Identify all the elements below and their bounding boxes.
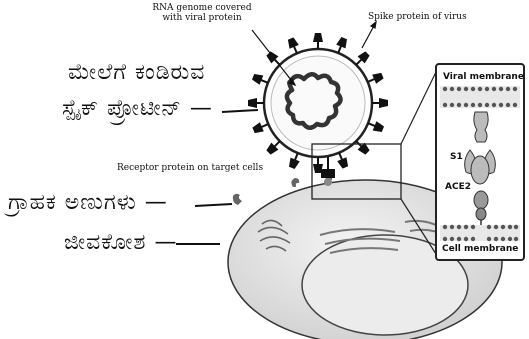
handwritten-line-3: ಗ್ರಾಹಕ ಅಣುಗಳು — <box>8 190 168 215</box>
handwritten-line-4: ಜೀವಕೋಶ — <box>64 230 177 255</box>
virus-inner-membrane <box>271 56 365 150</box>
label-receptor-protein: Receptor protein on target cells <box>117 163 263 173</box>
callout-line-top <box>401 72 436 144</box>
receptor-2 <box>291 178 299 187</box>
inset-label-cell-membrane: Cell membrane <box>442 244 518 254</box>
hand-arrow-receptor <box>195 204 232 206</box>
cell-membrane-band <box>440 225 520 241</box>
inset-panel <box>436 64 524 260</box>
label-rna-genome: RNA genome covered with viral protein <box>142 3 262 23</box>
inset-label-viral-membrane: Viral membrane <box>443 72 524 82</box>
inset-label-ace2: ACE2 <box>445 182 471 192</box>
hand-arrow-spike <box>222 110 258 112</box>
handwritten-line-1: ಮೇಲೆಗೆ ಕಂಡಿರುವ <box>68 60 205 85</box>
viral-membrane-band <box>440 86 520 108</box>
label-spike-protein: Spike protein of virus <box>368 12 467 22</box>
docking-spike <box>322 157 334 177</box>
receptor-1 <box>233 194 242 205</box>
inset-label-s1: S1 <box>450 152 463 162</box>
virus-particle <box>248 33 388 186</box>
handwritten-line-2: ಸ್ಪೈಕ್ ಪ್ರೋಟೀನ್ — <box>62 96 213 121</box>
docking-receptor <box>324 178 332 186</box>
